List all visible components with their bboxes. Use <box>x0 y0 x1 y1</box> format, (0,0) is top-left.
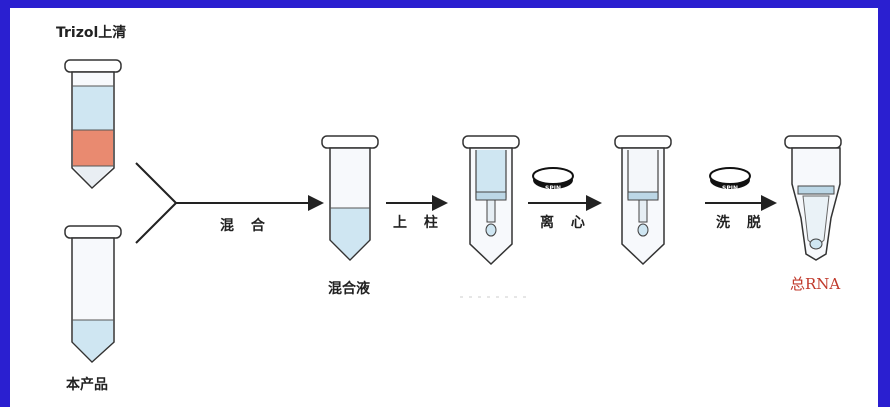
merge-arrow <box>135 162 324 244</box>
svg-text:SPIN: SPIN <box>722 185 738 192</box>
mixture-tube <box>321 135 379 262</box>
result-label: 总RNA <box>790 275 841 293</box>
mixture-label: 混合液 <box>328 281 370 297</box>
trizol-tube <box>64 59 122 190</box>
product-tube <box>64 225 122 364</box>
load-step-label: 上 柱 <box>393 215 444 231</box>
workflow-diagram: SPIN SPIN <box>64 59 842 364</box>
rna-tube <box>784 135 842 261</box>
spin-icon: SPIN <box>709 167 751 192</box>
column-tube-spun <box>614 135 672 266</box>
column-tube-loaded <box>462 135 520 266</box>
diagram-panel: SPIN SPIN Trizol上清 本产品 混 合 混合液 上 柱 离 心 洗… <box>10 8 878 407</box>
spin-icon: SPIN <box>532 167 574 192</box>
spin-step-label: 离 心 <box>540 215 591 231</box>
product-label: 本产品 <box>66 377 108 393</box>
svg-text:SPIN: SPIN <box>545 185 561 192</box>
mix-step-label: 混 合 <box>220 218 271 234</box>
trizol-label: Trizol上清 <box>56 25 127 41</box>
elute-step-label: 洗 脱 <box>716 215 767 231</box>
